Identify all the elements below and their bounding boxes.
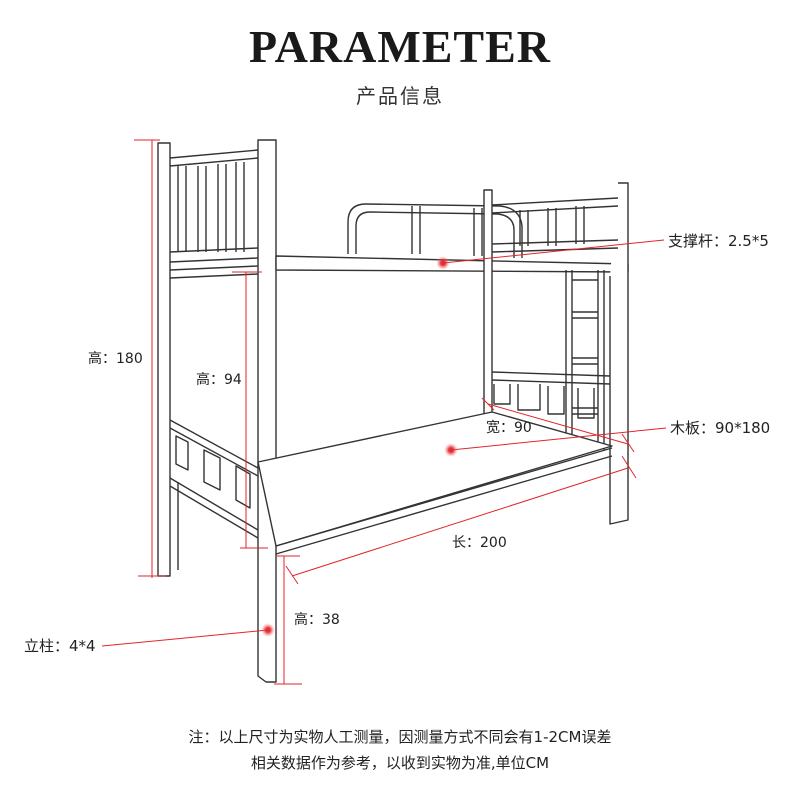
note-line-2: 相关数据作为参考，以收到实物为准,单位CM bbox=[250, 754, 550, 772]
label-support-bar: 支撑杆：2.5*5 bbox=[668, 232, 769, 250]
page-subtitle: 产品信息 bbox=[356, 84, 444, 108]
label-length: 长：200 bbox=[452, 535, 507, 551]
post-marker bbox=[261, 623, 275, 637]
label-height-upper: 高：94 bbox=[196, 371, 242, 388]
dimension-labels: 高：180 高：94 高：38 宽：90 长：200 支撑杆：2.5*5 木板：… bbox=[24, 232, 770, 655]
label-height-total: 高：180 bbox=[88, 350, 143, 367]
dimension-lines bbox=[101, 139, 667, 685]
note-line-1: 注：以上尺寸为实物人工测量，因测量方式不同会有1-2CM误差 bbox=[188, 728, 612, 746]
board-marker bbox=[444, 443, 458, 457]
label-post: 立柱：4*4 bbox=[24, 637, 96, 655]
support-bar-marker bbox=[436, 256, 450, 270]
bed-frame bbox=[157, 139, 629, 683]
page-title: PARAMETER bbox=[248, 21, 552, 72]
label-height-leg: 高：38 bbox=[294, 611, 340, 628]
label-board: 木板：90*180 bbox=[670, 419, 770, 437]
label-width: 宽：90 bbox=[486, 419, 532, 436]
callout-markers bbox=[261, 256, 458, 637]
